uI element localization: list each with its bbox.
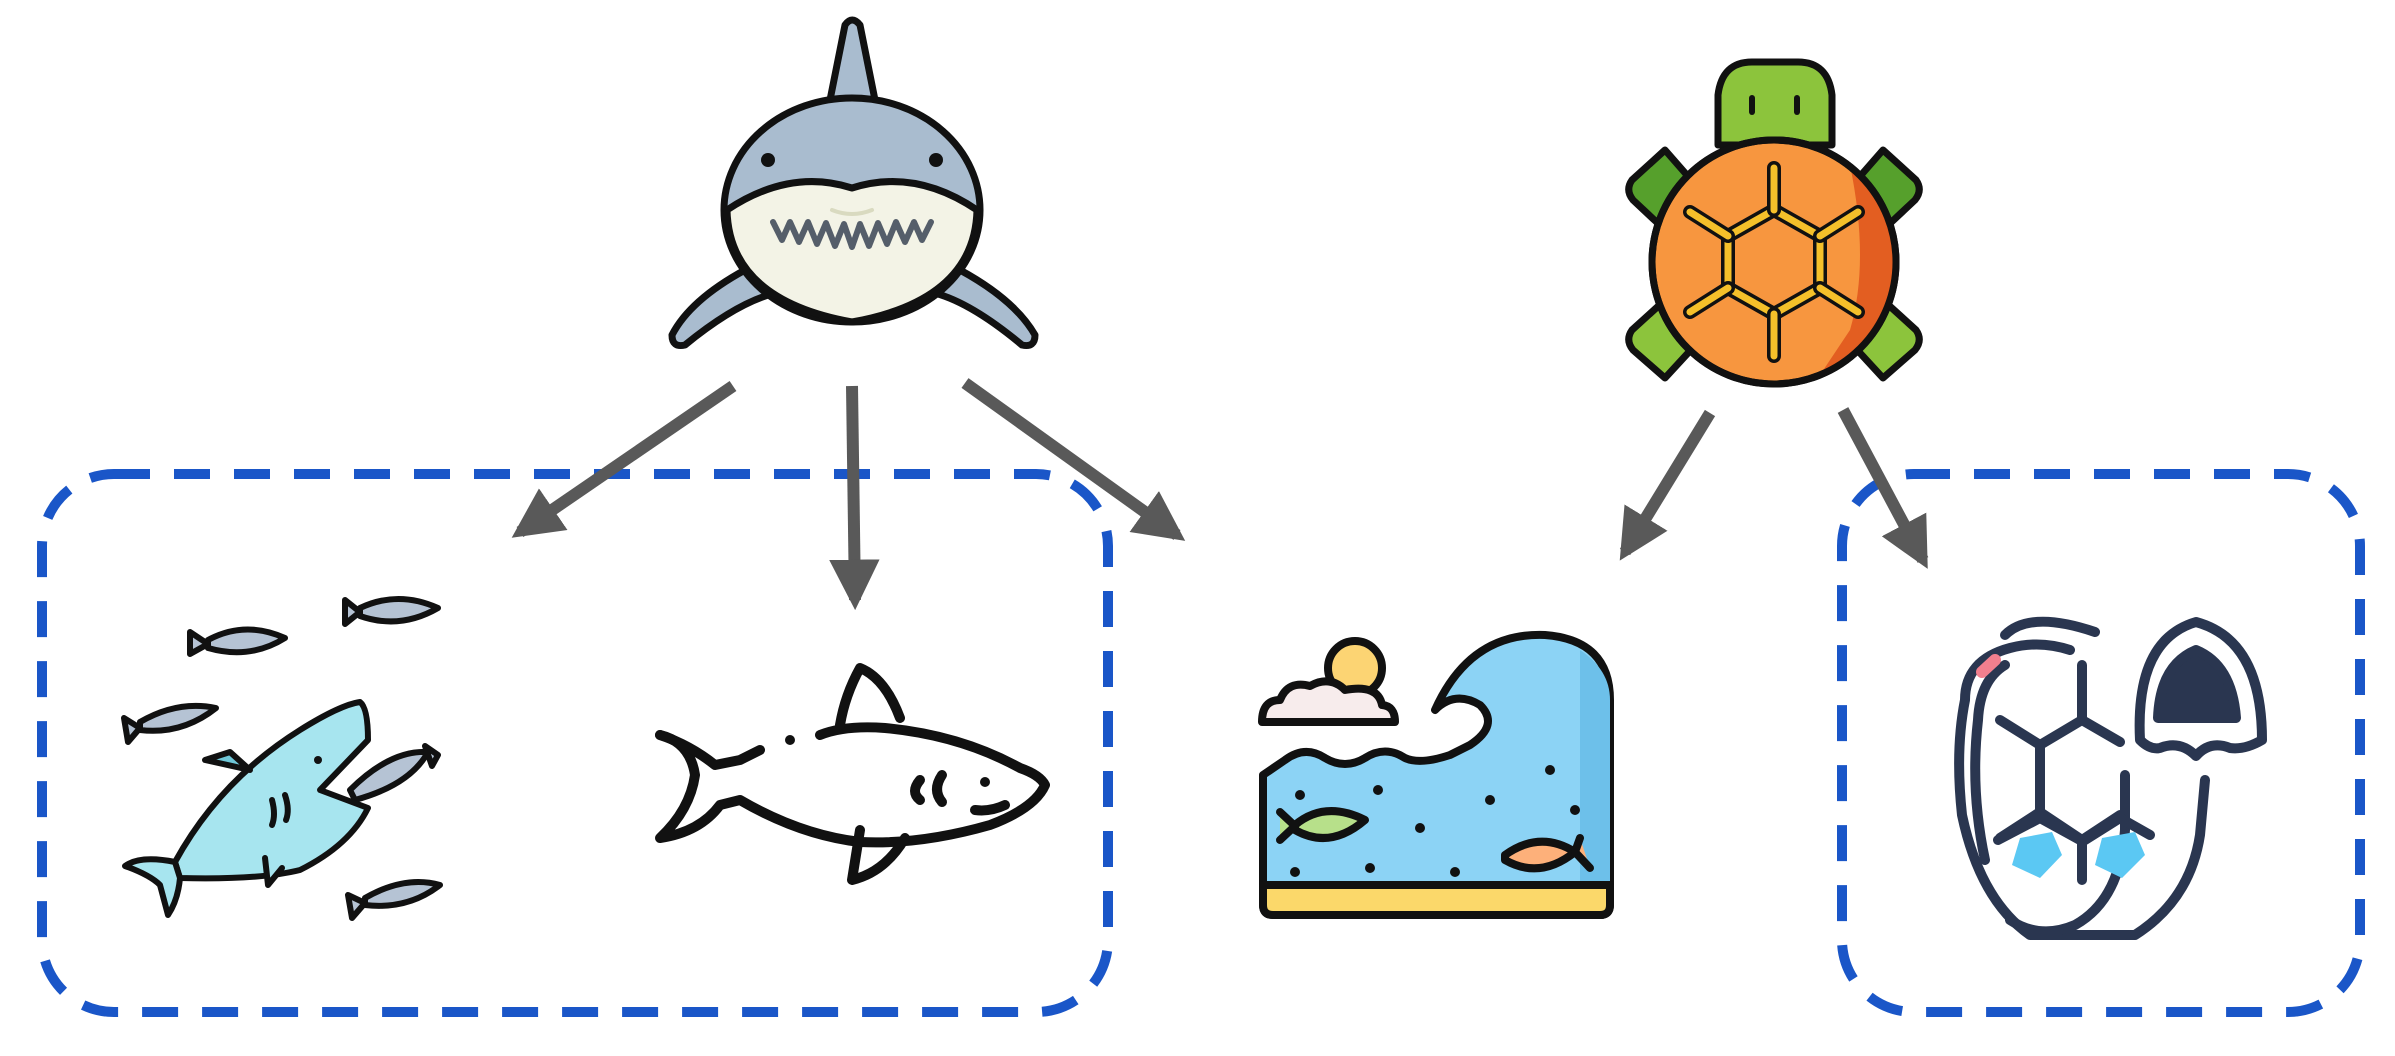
arrows xyxy=(511,378,1929,611)
arrow-turtle-to-turtle-shell xyxy=(1837,407,1929,569)
shark-icon xyxy=(668,16,1039,349)
turtle-group-box xyxy=(1837,469,2365,1017)
shark-outline-icon xyxy=(655,663,1050,885)
arrow-shark-to-ocean xyxy=(961,378,1186,541)
ocean-wave-icon xyxy=(1258,630,1614,919)
shark-with-fish-icon xyxy=(121,596,443,921)
small-fish-icon xyxy=(121,596,443,921)
arrow-turtle-to-ocean xyxy=(1619,409,1716,561)
arrow-shark-to-shark-outline xyxy=(829,385,880,611)
turtle-icon xyxy=(1625,58,1923,388)
shark-group-box xyxy=(37,469,1113,1017)
turtle-shell-icon xyxy=(1954,616,2267,940)
arrow-shark-to-shark-with-fish xyxy=(511,381,737,538)
